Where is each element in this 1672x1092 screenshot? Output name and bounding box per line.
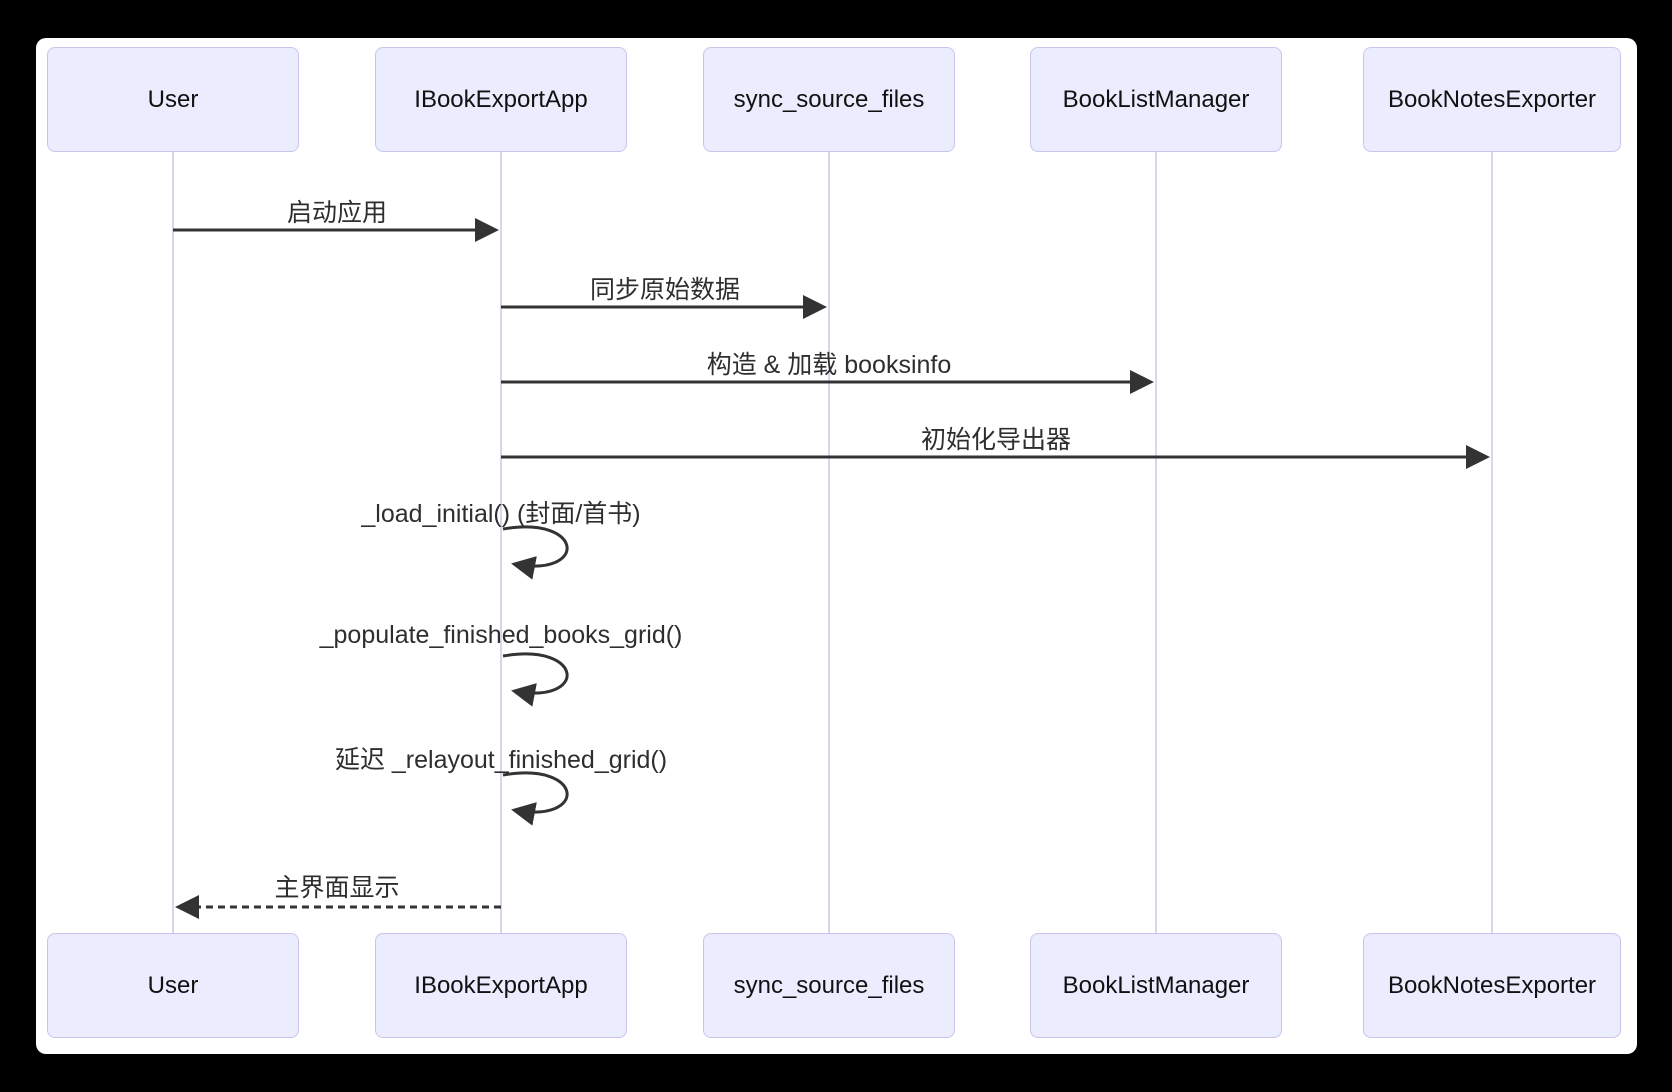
actor-label: BookListManager — [1062, 971, 1250, 999]
diagram-page-background — [36, 38, 1637, 1054]
actor-label: IBookExportApp — [414, 971, 588, 999]
actor-top-booknotesexporter: BookNotesExporter — [1363, 47, 1621, 152]
actor-label: BookNotesExporter — [1387, 85, 1597, 113]
message-label-sync-source: 同步原始数据 — [589, 276, 741, 304]
actor-top-booklistmanager: BookListManager — [1030, 47, 1282, 152]
actor-bottom-booklistmanager: BookListManager — [1030, 933, 1282, 1038]
actor-bottom-user: User — [47, 933, 299, 1038]
message-label-relayout-grid: 延迟 _relayout_finished_grid() — [334, 746, 668, 774]
actor-label: BookListManager — [1062, 85, 1250, 113]
actor-top-user: User — [47, 47, 299, 152]
actor-top-sync-source-files: sync_source_files — [703, 47, 955, 152]
actor-label: User — [147, 85, 199, 113]
actor-label: BookNotesExporter — [1387, 971, 1597, 999]
message-label-load-initial: _load_initial() (封面/首书) — [361, 500, 641, 528]
actor-bottom-ibookexportapp: IBookExportApp — [375, 933, 627, 1038]
message-label-populate-grid: _populate_finished_books_grid() — [319, 621, 683, 649]
message-label-start-app: 启动应用 — [286, 199, 388, 227]
actor-top-ibookexportapp: IBookExportApp — [375, 47, 627, 152]
actor-label: sync_source_files — [733, 85, 925, 113]
actor-label: IBookExportApp — [414, 85, 588, 113]
message-label-load-booksinfo: 构造 & 加载 booksinfo — [706, 351, 952, 379]
actor-bottom-booknotesexporter: BookNotesExporter — [1363, 933, 1621, 1038]
actor-label: User — [147, 971, 199, 999]
message-label-main-ui-shown: 主界面显示 — [274, 874, 400, 902]
message-label-init-exporter: 初始化导出器 — [920, 426, 1072, 454]
actor-label: sync_source_files — [733, 971, 925, 999]
actor-bottom-sync-source-files: sync_source_files — [703, 933, 955, 1038]
